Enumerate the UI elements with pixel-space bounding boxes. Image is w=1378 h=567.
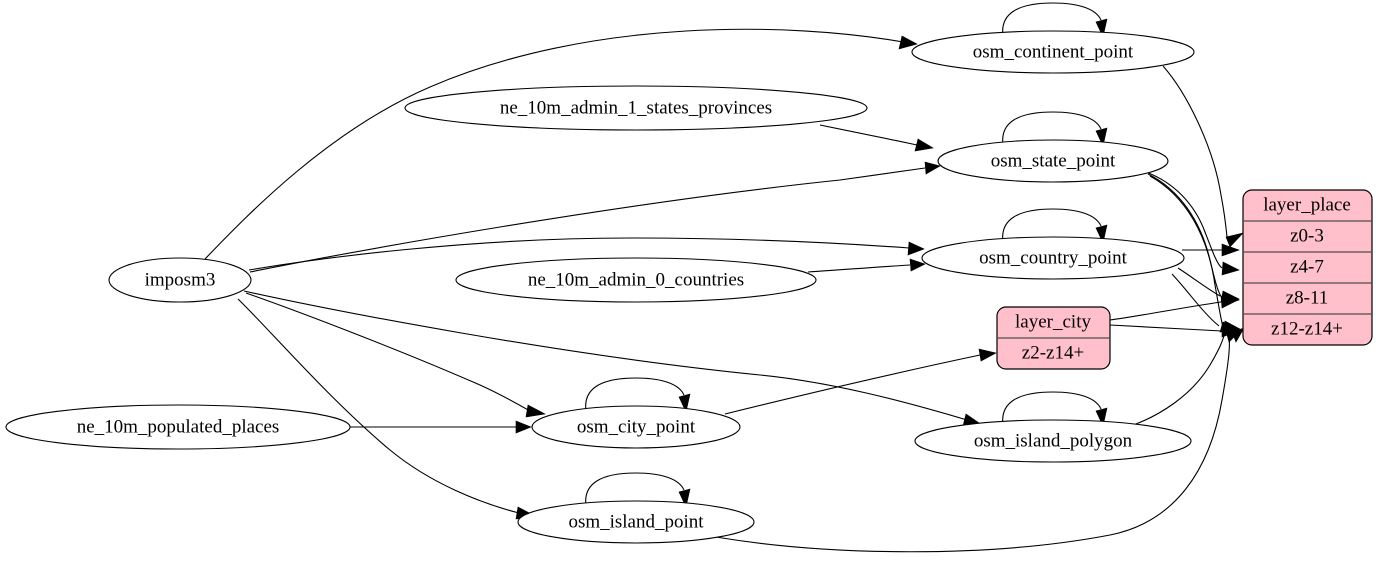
- edge-osm-state-point-to-layer-place-z4-7: [1145, 171, 1240, 276]
- record-title-layer-city: layer_city: [1015, 311, 1091, 332]
- record-row-layer-place-1[interactable]: z4-7: [1290, 256, 1324, 277]
- node-label-ne-countries: ne_10m_admin_0_countries: [528, 269, 744, 290]
- edge-layer-city-to-layer-place-z8-11: [1109, 295, 1239, 321]
- edge-imposm3-to-osm-continent-point: [204, 28, 918, 260]
- edge-ne-states-to-osm-state-point: [819, 124, 934, 152]
- node-osm-continent-point[interactable]: osm_continent_point: [911, 30, 1195, 74]
- record-row-layer-place-3[interactable]: z12-z14+: [1271, 318, 1343, 339]
- edge-imposm3-to-osm-state-point: [249, 161, 941, 273]
- record-row-layer-place-2[interactable]: z8-11: [1286, 287, 1329, 308]
- record-row-layer-place-0[interactable]: z0-3: [1290, 225, 1324, 246]
- node-layer: imposm3 ne_10m_admin_1_states_provinces …: [5, 30, 1195, 544]
- record-node-layer-place[interactable]: layer_place z0-3 z4-7 z8-11 z12-z14+: [1242, 189, 1373, 346]
- node-osm-state-point[interactable]: osm_state_point: [937, 139, 1169, 183]
- edge-ne-populated-to-osm-city-point: [350, 420, 532, 434]
- node-ne-10m-admin-0-countries[interactable]: ne_10m_admin_0_countries: [455, 257, 817, 303]
- edge-self-loop-osm-continent-point: [1002, 2, 1108, 38]
- edge-osm-country-point-to-layer-place-z8-11: [1177, 267, 1240, 303]
- edge-self-loop-osm-city-point: [585, 377, 691, 413]
- edge-osm-city-point-to-layer-city: [724, 348, 997, 415]
- node-label-osm-state-point: osm_state_point: [991, 150, 1116, 171]
- node-osm-island-polygon[interactable]: osm_island_polygon: [914, 419, 1192, 463]
- edge-osm-island-polygon-to-layer-place-z12-z14: [1127, 329, 1242, 428]
- edge-osm-island-point-to-layer-place-z12-z14: [715, 327, 1245, 553]
- node-label-osm-country-point: osm_country_point: [979, 247, 1127, 268]
- edge-imposm3-to-osm-country-point: [248, 237, 925, 271]
- node-osm-city-point[interactable]: osm_city_point: [531, 405, 741, 449]
- edge-self-loop-osm-country-point: [1002, 208, 1108, 244]
- node-osm-country-point[interactable]: osm_country_point: [921, 236, 1185, 280]
- edge-osm-country-point-to-layer-place-z4-7: [1181, 243, 1240, 257]
- node-label-ne-populated: ne_10m_populated_places: [77, 416, 280, 437]
- edge-osm-state-point-to-layer-place-z8-11: [1147, 173, 1240, 306]
- edge-layer-city-to-layer-place-z12-z14: [1109, 324, 1240, 338]
- record-node-layer-city[interactable]: layer_city z2-z14+: [996, 306, 1111, 370]
- node-label-ne-states: ne_10m_admin_1_states_provinces: [500, 97, 772, 118]
- node-label-osm-city-point: osm_city_point: [577, 416, 696, 437]
- node-label-osm-island-polygon: osm_island_polygon: [974, 430, 1133, 451]
- record-layer: layer_place z0-3 z4-7 z8-11 z12-z14+ lay…: [996, 189, 1373, 370]
- edge-self-loop-osm-state-point: [1002, 111, 1108, 147]
- edge-layer: [204, 2, 1245, 553]
- edge-imposm3-to-osm-city-point: [245, 292, 546, 418]
- edge-self-loop-osm-island-point: [585, 472, 691, 508]
- node-imposm3[interactable]: imposm3: [108, 257, 252, 303]
- edge-osm-continent-point-to-layer-place-z0-3: [1162, 65, 1244, 248]
- record-row-layer-city-0[interactable]: z2-z14+: [1022, 342, 1084, 363]
- node-osm-island-point[interactable]: osm_island_point: [517, 500, 755, 544]
- edge-self-loop-osm-island-polygon: [1002, 391, 1108, 427]
- record-title-layer-place: layer_place: [1263, 194, 1351, 215]
- node-label-osm-continent-point: osm_continent_point: [973, 41, 1134, 62]
- node-label-imposm3: imposm3: [145, 269, 216, 290]
- node-label-osm-island-point: osm_island_point: [568, 511, 704, 532]
- edge-ne-countries-to-osm-country-point: [807, 258, 926, 273]
- node-ne-10m-populated-places[interactable]: ne_10m_populated_places: [5, 404, 351, 450]
- edge-imposm3-to-osm-island-polygon: [243, 290, 983, 427]
- node-ne-10m-admin-1-states-provinces[interactable]: ne_10m_admin_1_states_provinces: [404, 85, 868, 131]
